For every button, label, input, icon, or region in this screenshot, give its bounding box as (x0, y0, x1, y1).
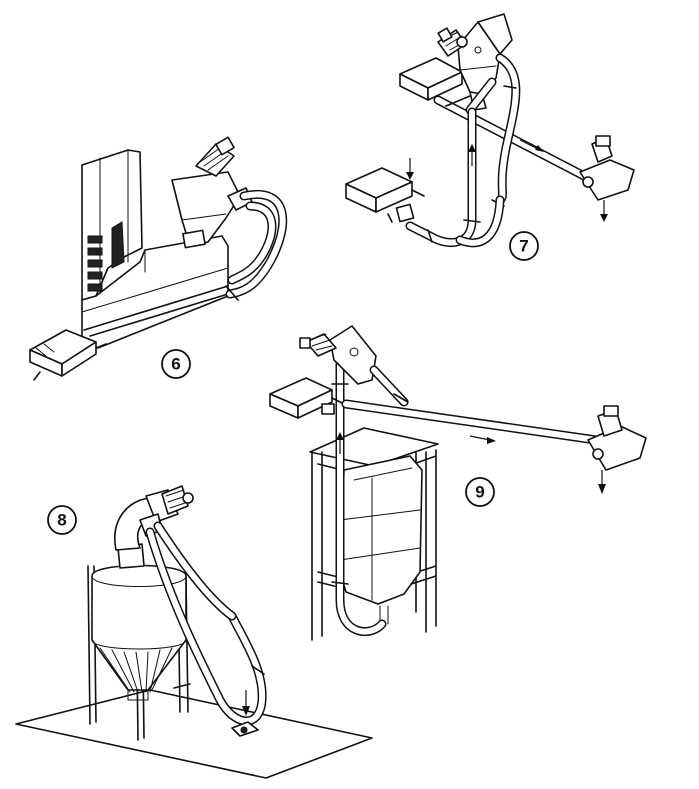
installation-9: 9 (269, 325, 647, 641)
machine-6-tubes (225, 190, 288, 301)
label-6-circle (161, 349, 191, 379)
installation-6: 6 (29, 136, 288, 381)
label-7: 7 (519, 237, 528, 256)
installation-7: 7 (345, 13, 635, 261)
installation-9-discharge-unit (587, 405, 647, 494)
installation-7-diagonal-conveyor (433, 77, 593, 183)
machine-6-vent-slots (87, 235, 103, 292)
machine-6-motor (195, 136, 235, 177)
installation-7-discharge-unit (579, 135, 635, 222)
installation-9-vertical-tube (331, 359, 387, 636)
installation-7-vertical-tube (405, 107, 505, 248)
installation-8-tubes (145, 521, 267, 737)
installation-9-inlet-box (269, 377, 345, 419)
installation-9-head (299, 325, 409, 407)
installation-8-elbow-head (114, 485, 194, 551)
label-9: 9 (475, 483, 484, 502)
installation-7-upper-inlet-box (399, 57, 463, 103)
installation-9-horizontal-conveyor (341, 399, 601, 445)
label-6: 6 (171, 355, 180, 374)
installation-8-silo (91, 543, 187, 701)
label-9-circle (465, 477, 495, 507)
machine-6-hopper (171, 171, 241, 247)
label-8: 8 (57, 511, 66, 530)
machine-6-inlet-box (29, 329, 107, 381)
installation-7-lower-inlet-box (345, 158, 425, 223)
installation-8-floor (15, 689, 373, 779)
installation-8: 8 (15, 485, 373, 779)
installation-9-bag (339, 455, 423, 627)
label-7-circle (509, 231, 539, 261)
label-8-circle (47, 505, 77, 535)
